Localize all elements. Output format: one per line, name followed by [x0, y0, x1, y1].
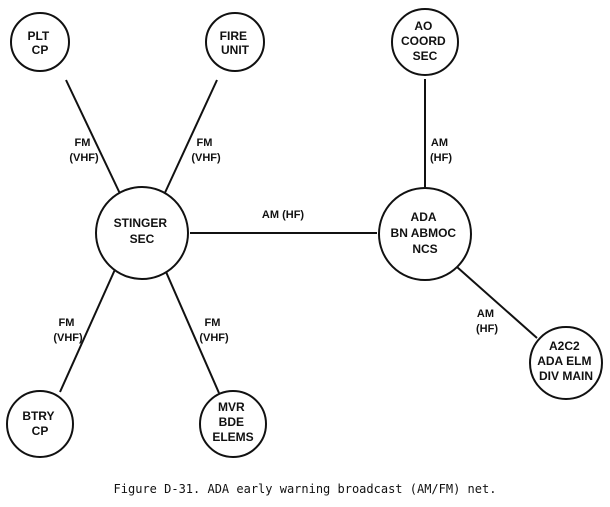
node-btry-cp-line-1: BTRY — [22, 409, 54, 423]
svg-text:STINGER SEC: STINGER SEC — [114, 216, 171, 246]
link-fire-stinger — [162, 79, 218, 198]
link-a2c2-ada — [456, 266, 538, 339]
node-a2c2-ada-elm-div-main: A2C2 ADA ELM DIV MAIN — [529, 326, 603, 400]
node-stinger-sec-line-1: STINGER — [114, 216, 168, 230]
node-plt-cp: PLT CP — [10, 12, 70, 72]
link-label-ao-ada: AM (HF) — [430, 137, 452, 164]
link-label-mvr-stinger: FM (VHF) — [199, 317, 229, 344]
svg-text:BTRY CP: BTRY CP — [22, 409, 57, 438]
node-mvr-line-1: MVR — [218, 400, 245, 414]
svg-text:ADA BN ABMOC NCS: ADA BN ABMOC NCS — [391, 210, 460, 256]
node-ada-bn-abmoc-ncs: ADA BN ABMOC NCS — [378, 187, 472, 281]
link-plt-stinger — [65, 79, 124, 201]
node-stinger-sec: STINGER SEC — [95, 186, 189, 280]
svg-text:FIRE UNIT: FIRE UNIT — [220, 29, 251, 57]
node-ada-line-3: NCS — [412, 242, 437, 256]
link-btry-stinger — [59, 264, 118, 393]
link-label-plt-stinger: FM (VHF) — [69, 137, 99, 164]
node-plt-cp-line-1: PLT — [27, 29, 49, 43]
svg-text:A2C2 ADA ELM DIV M: A2C2 ADA ELM DIV MAIN — [537, 339, 595, 383]
node-ao-coord-sec-line-3: SEC — [413, 49, 438, 63]
link-label-btry-stinger: FM (VHF) — [53, 317, 83, 344]
node-fire-unit-line-2: UNIT — [221, 43, 250, 57]
node-ao-coord-sec: AO COORD SEC — [391, 8, 459, 76]
node-ao-coord-sec-line-1: AO — [414, 19, 432, 33]
link-label-stinger-ada: AM (HF) — [262, 209, 304, 221]
svg-text:PLT CP: PLT CP — [27, 29, 52, 57]
link-label-fire-stinger: FM (VHF) — [191, 137, 221, 164]
node-ada-line-1: ADA — [411, 210, 437, 224]
links — [59, 79, 538, 394]
figure-caption: Figure D-31. ADA early warning broadcast… — [113, 482, 497, 496]
node-a2c2-line-1: A2C2 — [549, 339, 580, 353]
node-btry-cp-line-2: CP — [32, 424, 49, 438]
node-a2c2-line-3: DIV MAIN — [539, 369, 593, 383]
node-stinger-sec-line-2: SEC — [130, 232, 155, 246]
node-a2c2-line-2: ADA ELM — [537, 354, 591, 368]
node-ada-line-2: BN ABMOC — [391, 226, 457, 240]
link-labels: FM (VHF) FM (VHF) FM (VHF) FM (VHF) AM (… — [53, 137, 498, 344]
svg-text:AO COORD SEC: AO COORD SEC — [401, 19, 449, 63]
link-mvr-stinger — [162, 264, 220, 394]
svg-text:MVR BDE ELEMS: MVR BDE ELEMS — [212, 400, 253, 444]
node-mvr-line-2: BDE — [219, 415, 244, 429]
node-mvr-bde-elems: MVR BDE ELEMS — [199, 390, 267, 458]
node-plt-cp-line-2: CP — [32, 43, 49, 57]
node-btry-cp: BTRY CP — [6, 390, 74, 458]
node-mvr-line-3: ELEMS — [212, 430, 253, 444]
node-fire-unit-line-1: FIRE — [220, 29, 247, 43]
node-fire-unit: FIRE UNIT — [205, 12, 265, 72]
link-label-a2c2-ada: AM (HF) — [476, 308, 498, 335]
node-ao-coord-sec-line-2: COORD — [401, 34, 446, 48]
